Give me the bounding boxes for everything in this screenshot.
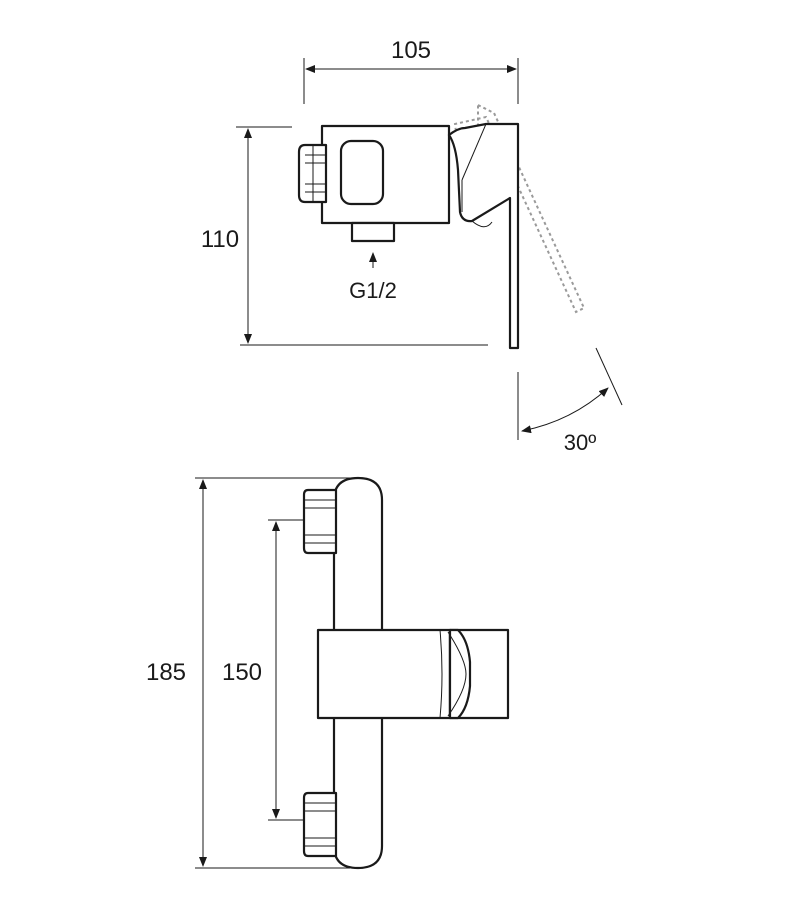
overall-height-dimension: 185	[146, 477, 350, 869]
center-distance-dimension: 150	[222, 519, 318, 821]
height-dimension: 110	[201, 126, 488, 346]
top-nut	[302, 488, 338, 555]
width-dimension: 105	[303, 37, 519, 104]
overall-height-label: 185	[146, 659, 186, 686]
bottom-nut	[302, 791, 338, 858]
angle-dimension: 30º	[517, 347, 623, 455]
central-body	[316, 628, 510, 720]
rotated-handle-outline	[453, 103, 586, 314]
valve-body	[320, 124, 451, 243]
side-view: 105 110	[201, 37, 623, 455]
connection-callout: G1/2	[349, 252, 397, 303]
center-distance-label: 150	[222, 659, 262, 686]
angle-label: 30º	[564, 430, 597, 455]
width-label: 105	[391, 37, 431, 64]
side-nut	[297, 143, 328, 204]
connection-label: G1/2	[349, 278, 397, 303]
lever-handle	[447, 122, 520, 350]
height-label: 110	[201, 226, 239, 253]
front-view: 185 150	[146, 476, 510, 870]
